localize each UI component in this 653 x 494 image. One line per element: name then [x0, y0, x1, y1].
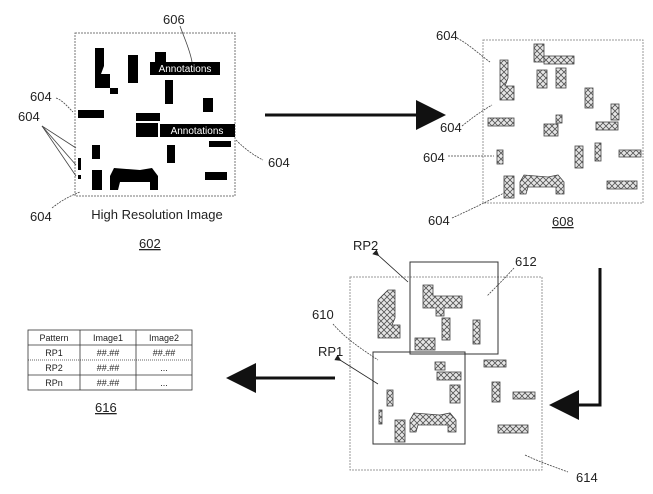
- annotation-label-2: Annotations: [171, 126, 224, 137]
- results-table: Pattern Image1 Image2 RP1 ##.## ##.## RP…: [27, 329, 193, 415]
- ref-604-right-mid1: 604: [440, 120, 462, 135]
- high-res-image-panel: Annotations Annotations High Resolution …: [18, 12, 290, 251]
- ref-608: 608: [552, 214, 574, 229]
- ref-604-right-top: 604: [436, 28, 458, 43]
- table-cell: RPn: [45, 378, 63, 388]
- ref-604-left-mid: 604: [30, 89, 52, 104]
- ref-604-left-upper: 604: [18, 109, 40, 124]
- annotation-label-1: Annotations: [159, 64, 212, 75]
- region-panel-614: RP2 612 610 RP1 614: [312, 238, 598, 485]
- table-header-pattern: Pattern: [39, 333, 68, 343]
- table-cell: RP2: [45, 363, 63, 373]
- table-cell: ...: [160, 378, 168, 388]
- table-cell: ##.##: [97, 348, 120, 358]
- high-res-image-title: High Resolution Image: [91, 207, 223, 222]
- annotation-box-1: [150, 62, 220, 75]
- ref-602: 602: [139, 236, 161, 251]
- table-cell: ...: [160, 363, 168, 373]
- ref-604-right-bottom: 604: [428, 213, 450, 228]
- rp2-region: [409, 261, 499, 355]
- annotation-box-2: [160, 124, 235, 137]
- ref-614: 614: [576, 470, 598, 485]
- arrow-to-614: [549, 268, 602, 420]
- ref-612: 612: [515, 254, 537, 269]
- ref-616: 616: [95, 400, 117, 415]
- table-header-image2: Image2: [149, 333, 179, 343]
- ref-rp1: RP1: [318, 344, 343, 359]
- table-cell: ##.##: [153, 348, 176, 358]
- ref-610: 610: [312, 307, 334, 322]
- ref-rp2: RP2: [353, 238, 378, 253]
- table-cell: RP1: [45, 348, 63, 358]
- rp1-region: [372, 351, 466, 445]
- ref-604-center: 604: [268, 155, 290, 170]
- ref-604-left-bottom: 604: [30, 209, 52, 224]
- table-cell: ##.##: [97, 363, 120, 373]
- table-cell: ##.##: [97, 378, 120, 388]
- ref-606: 606: [163, 12, 185, 27]
- ref-604-right-mid2: 604: [423, 150, 445, 165]
- pattern-panel-608: 608 604 604 604 604: [423, 28, 644, 229]
- table-header-image1: Image1: [93, 333, 123, 343]
